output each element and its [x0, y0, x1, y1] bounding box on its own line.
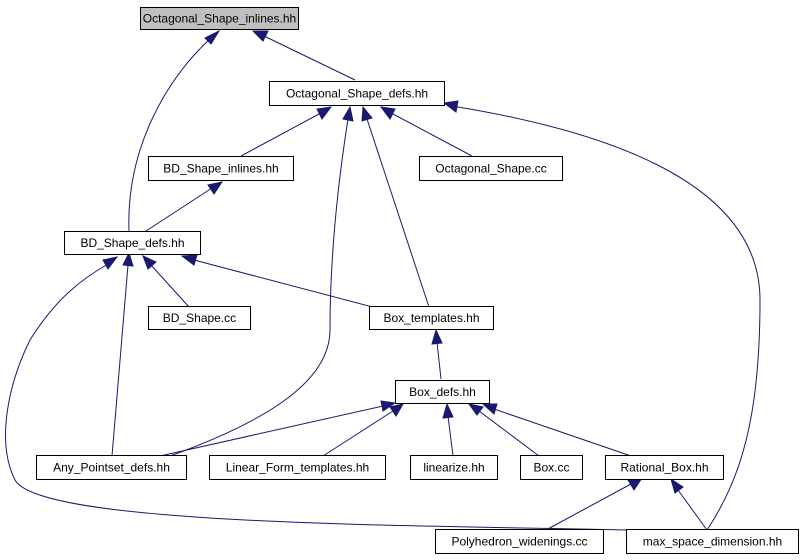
edge-bd-cc-to-bd-defs — [150, 264, 190, 308]
graph-nodes: Octagonal_Shape_inlines.hh Octagonal_Sha… — [36, 7, 799, 554]
arrow-max-space-to-rational-box — [670, 477, 684, 494]
arrow-octagonal-defs-to-octagonal-inlines — [251, 30, 269, 42]
node-label: Any_Pointset_defs.hh — [53, 461, 170, 475]
node-box — [369, 306, 494, 330]
edge-max-space-to-octagonal-defs — [451, 105, 761, 531]
arrow-rational-box-to-box-defs — [481, 403, 498, 415]
node-box — [140, 7, 299, 30]
node-box — [148, 306, 251, 330]
arrow-linearize-to-box-defs — [442, 402, 454, 419]
node-linear-form-templates[interactable]: Linear_Form_templates.hh — [209, 455, 386, 480]
edge-box-templates-to-bd-defs — [193, 259, 385, 311]
edge-max-space-to-bd-defs — [5, 263, 629, 531]
arrow-box-templates-to-bd-defs — [180, 254, 198, 266]
node-box — [64, 231, 201, 255]
node-octagonal-shape-cc[interactable]: Octagonal_Shape.cc — [419, 156, 563, 181]
node-box — [626, 529, 799, 554]
node-box — [410, 455, 498, 480]
arrow-linear-form-to-box-defs — [389, 403, 405, 417]
graph-edges — [5, 29, 761, 531]
edge-bd-inlines-to-octagonal-defs — [240, 113, 320, 157]
arrow-max-space-to-bd-defs — [102, 256, 119, 270]
edge-any-pointset-to-octagonal-defs — [169, 118, 349, 457]
edge-max-space-to-rational-box — [677, 489, 708, 531]
arrow-max-space-to-octagonal-defs — [442, 100, 459, 113]
edge-rational-box-to-box-defs — [493, 408, 632, 457]
node-box — [520, 455, 583, 480]
node-label: Linear_Form_templates.hh — [226, 461, 369, 475]
node-box — [395, 380, 490, 404]
node-box — [419, 156, 563, 181]
node-bd-shape-inlines[interactable]: BD_Shape_inlines.hh — [148, 156, 294, 181]
edge-polyhedron-widenings-to-rational-box — [545, 483, 632, 531]
node-label: Rational_Box.hh — [620, 461, 708, 475]
node-linearize[interactable]: linearize.hh — [410, 455, 498, 480]
node-box-cc[interactable]: Box.cc — [520, 455, 583, 480]
edge-bd-defs-to-bd-inlines — [145, 187, 213, 232]
node-box — [36, 455, 187, 480]
node-box — [148, 156, 294, 181]
node-label: Polyhedron_widenings.cc — [451, 535, 587, 549]
node-box-templates[interactable]: Box_templates.hh — [369, 306, 494, 330]
arrow-box-defs-to-box-templates — [431, 328, 443, 345]
arrow-bd-defs-to-bd-inlines — [207, 181, 224, 195]
edge-bd-defs-to-octagonal-inlines — [128, 36, 213, 232]
node-label: BD_Shape_defs.hh — [80, 236, 184, 250]
edge-linearize-to-box-defs — [447, 415, 454, 457]
edge-octagonal-defs-to-octagonal-inlines — [263, 35, 356, 81]
node-label: Box_defs.hh — [409, 385, 476, 399]
edge-box-templates-to-octagonal-defs — [366, 118, 430, 308]
node-label: max_space_dimension.hh — [643, 535, 782, 549]
arrow-box-cc-to-box-defs — [467, 403, 484, 416]
node-octagonal-shape-defs[interactable]: Octagonal_Shape_defs.hh — [269, 81, 445, 106]
arrow-any-pointset-to-bd-defs — [122, 251, 134, 267]
node-rational-box[interactable]: Rational_Box.hh — [605, 455, 724, 480]
arrow-bd-cc-to-bd-defs — [142, 255, 157, 270]
arrow-bd-inlines-to-octagonal-defs — [316, 106, 333, 120]
arrow-octagonal-cc-to-octagonal-defs — [379, 106, 396, 120]
node-label: Box_templates.hh — [383, 311, 479, 325]
edge-octagonal-cc-to-octagonal-defs — [392, 113, 473, 157]
node-any-pointset-defs[interactable]: Any_Pointset_defs.hh — [36, 455, 187, 480]
node-label: Octagonal_Shape.cc — [435, 162, 546, 176]
node-box — [435, 529, 604, 554]
edge-box-defs-to-box-templates — [436, 341, 442, 380]
arrow-any-pointset-to-octagonal-defs — [342, 105, 354, 122]
arrow-any-pointset-to-box-defs — [380, 400, 397, 412]
edge-any-pointset-to-box-defs — [159, 405, 384, 457]
edge-box-cc-to-box-defs — [478, 410, 540, 457]
node-label: BD_Shape.cc — [163, 311, 236, 325]
node-label: linearize.hh — [423, 461, 484, 475]
node-box — [209, 455, 386, 480]
node-box — [605, 455, 724, 480]
node-max-space-dimension[interactable]: max_space_dimension.hh — [626, 529, 799, 554]
node-polyhedron-widenings[interactable]: Polyhedron_widenings.cc — [435, 529, 604, 554]
node-octagonal-shape-inlines[interactable]: Octagonal_Shape_inlines.hh — [140, 7, 299, 30]
arrow-box-templates-to-octagonal-defs — [361, 105, 373, 122]
node-label: Octagonal_Shape_inlines.hh — [143, 12, 296, 26]
arrow-bd-defs-to-octagonal-inlines — [204, 29, 221, 45]
node-box — [269, 81, 445, 106]
edge-any-pointset-to-bd-defs — [111, 264, 129, 457]
node-bd-shape-defs[interactable]: BD_Shape_defs.hh — [64, 231, 201, 255]
edge-linear-form-to-box-defs — [322, 410, 394, 457]
node-label: Octagonal_Shape_defs.hh — [286, 87, 428, 101]
node-label: Box.cc — [533, 461, 569, 475]
node-box-defs[interactable]: Box_defs.hh — [395, 380, 490, 404]
node-bd-shape-cc[interactable]: BD_Shape.cc — [148, 306, 251, 330]
node-label: BD_Shape_inlines.hh — [163, 162, 278, 176]
